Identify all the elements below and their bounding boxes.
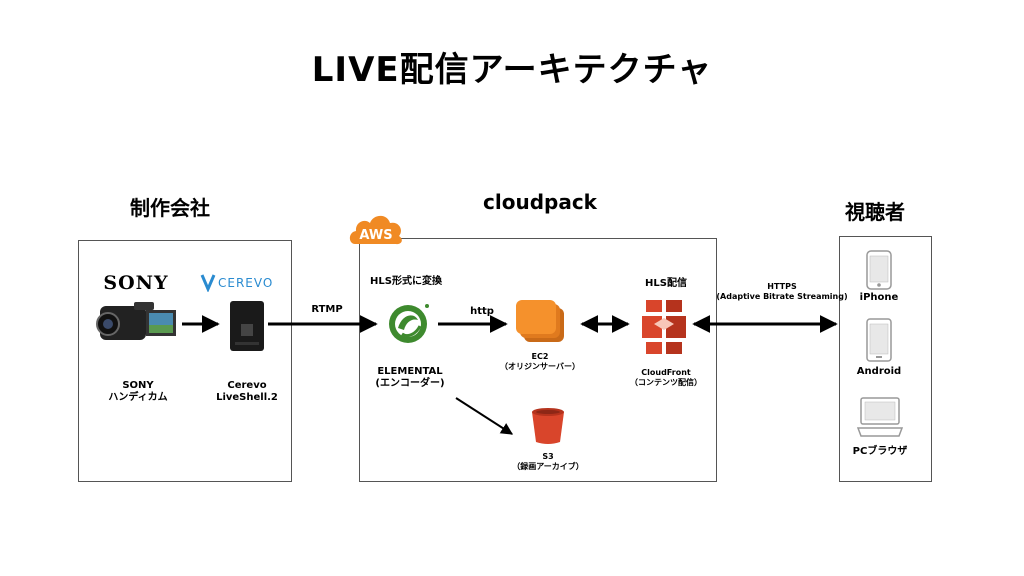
- sony-logo: SONY: [103, 272, 169, 294]
- edge-label-http: http: [470, 306, 494, 317]
- aws-badge: AWS: [347, 208, 405, 248]
- iphone-label: iPhone: [859, 292, 899, 303]
- cerevo-logo: CEREVO: [200, 272, 290, 293]
- liveshell-label: Cerevo LiveShell.2: [216, 380, 278, 403]
- liveshell-device-icon: [229, 300, 265, 352]
- camcorder-icon: [94, 298, 178, 348]
- ec2-icon: [514, 298, 566, 344]
- cloudfront-icon: [640, 298, 688, 358]
- page-title: LIVE配信アーキテクチャ: [311, 50, 713, 90]
- aws-cloud-icon: AWS: [349, 215, 402, 245]
- elemental-logo-icon: [386, 300, 432, 346]
- section-title-producer: 制作会社: [130, 196, 210, 220]
- cloudfront-label: CloudFront （コンテンツ配信）: [630, 368, 702, 387]
- edge-label-rtmp: RTMP: [311, 304, 343, 315]
- hls-convert-label: HLS形式に変換: [370, 276, 442, 287]
- pc-browser-label: PCブラウザ: [852, 446, 908, 457]
- iphone-icon: [866, 250, 892, 290]
- s3-bucket-icon: [530, 406, 566, 446]
- s3-label: S3 （録画アーカイブ）: [512, 452, 584, 471]
- hls-delivery-label: HLS配信: [645, 278, 687, 289]
- elemental-label: ELEMENTAL (エンコーダー): [375, 366, 445, 389]
- arrow-elemental-to-s3: [455, 397, 514, 435]
- android-phone-icon: [866, 318, 892, 362]
- section-title-cloudpack: cloudpack: [483, 190, 597, 214]
- cerevo-logo-text: CEREVO: [218, 276, 273, 290]
- laptop-icon: [856, 396, 904, 438]
- edge-label-https: HTTPS (Adaptive Bitrate Streaming): [716, 282, 848, 301]
- android-label: Android: [856, 366, 902, 377]
- ec2-label: EC2 （オリジンサーバー）: [500, 352, 580, 371]
- aws-badge-text: AWS: [359, 228, 392, 243]
- producer-box: [78, 240, 292, 482]
- camera-label: SONY ハンディカム: [108, 380, 168, 403]
- section-title-viewer: 視聴者: [845, 200, 905, 224]
